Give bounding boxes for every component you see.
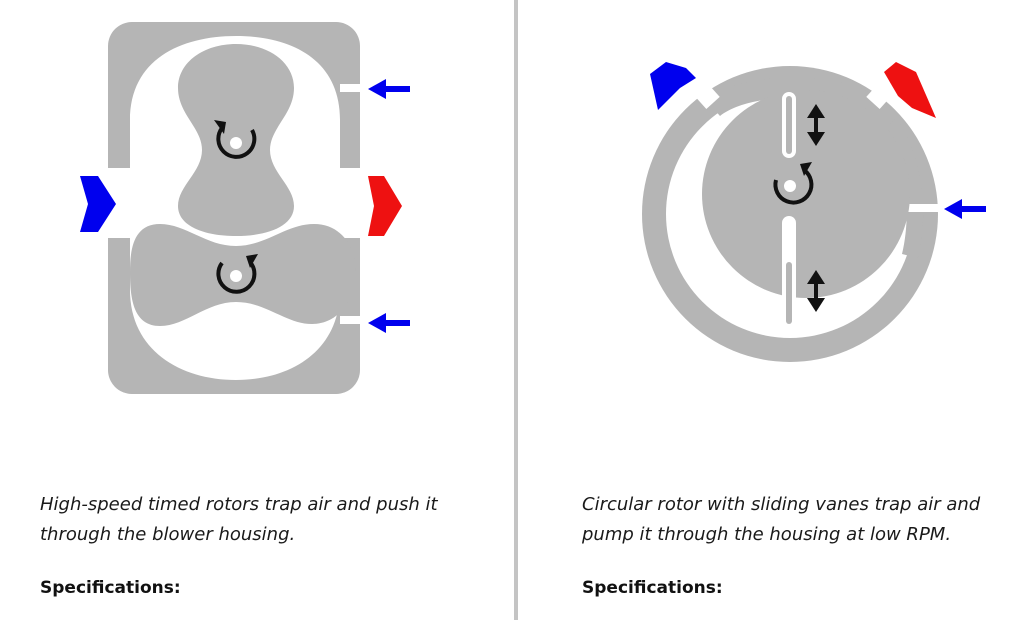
- vane-housing-right-sector: [884, 118, 924, 258]
- caption-line-1: Circular rotor with sliding vanes trap a…: [582, 494, 981, 515]
- housing-wall-left-lower: [116, 238, 130, 328]
- caption-line-1: High-speed timed rotors trap air and pus…: [40, 494, 438, 515]
- lobe-blower-diagram: [80, 22, 410, 394]
- inlet-arrow-small: [944, 199, 986, 219]
- lower-lobe-rotor: [130, 224, 356, 326]
- port-slot-lower: [340, 316, 362, 324]
- housing-wall-right: [342, 92, 358, 168]
- caption-line-2: through the blower housing.: [40, 524, 296, 545]
- housing-wall-left: [116, 70, 130, 168]
- caption-line-2: pump it through the housing at low RPM.: [582, 524, 952, 545]
- lobe-blower-caption: High-speed timed rotors trap air and pus…: [40, 490, 438, 550]
- panel-divider: [514, 0, 518, 620]
- specifications-heading: Specifications:: [582, 578, 723, 598]
- upper-rotor-rotation-icon: [214, 120, 257, 159]
- inlet-arrow-upper: [368, 79, 410, 99]
- port-slot-upper: [340, 84, 362, 92]
- lower-rotor-rotation-icon: [216, 254, 258, 294]
- vane-motion-lower-icon: [807, 270, 825, 312]
- inlet-arrow-large: [650, 62, 696, 110]
- outlet-arrow-large: [368, 176, 402, 236]
- vane-motion-upper-icon: [807, 104, 825, 146]
- vane-rotor: [702, 90, 910, 298]
- vane-rotor-rotation-icon: [773, 162, 814, 205]
- rotary-vane-diagram: [642, 62, 986, 362]
- rotary-vane-panel: Circular rotor with sliding vanes trap a…: [518, 0, 1024, 620]
- inlet-arrow-lower: [368, 313, 410, 333]
- rotary-vane-caption: Circular rotor with sliding vanes trap a…: [582, 490, 980, 550]
- outlet-arrow-large: [884, 62, 936, 118]
- inlet-arrow-large: [80, 176, 116, 232]
- lobe-blower-panel: High-speed timed rotors trap air and pus…: [40, 22, 438, 598]
- specifications-heading: Specifications:: [40, 578, 181, 598]
